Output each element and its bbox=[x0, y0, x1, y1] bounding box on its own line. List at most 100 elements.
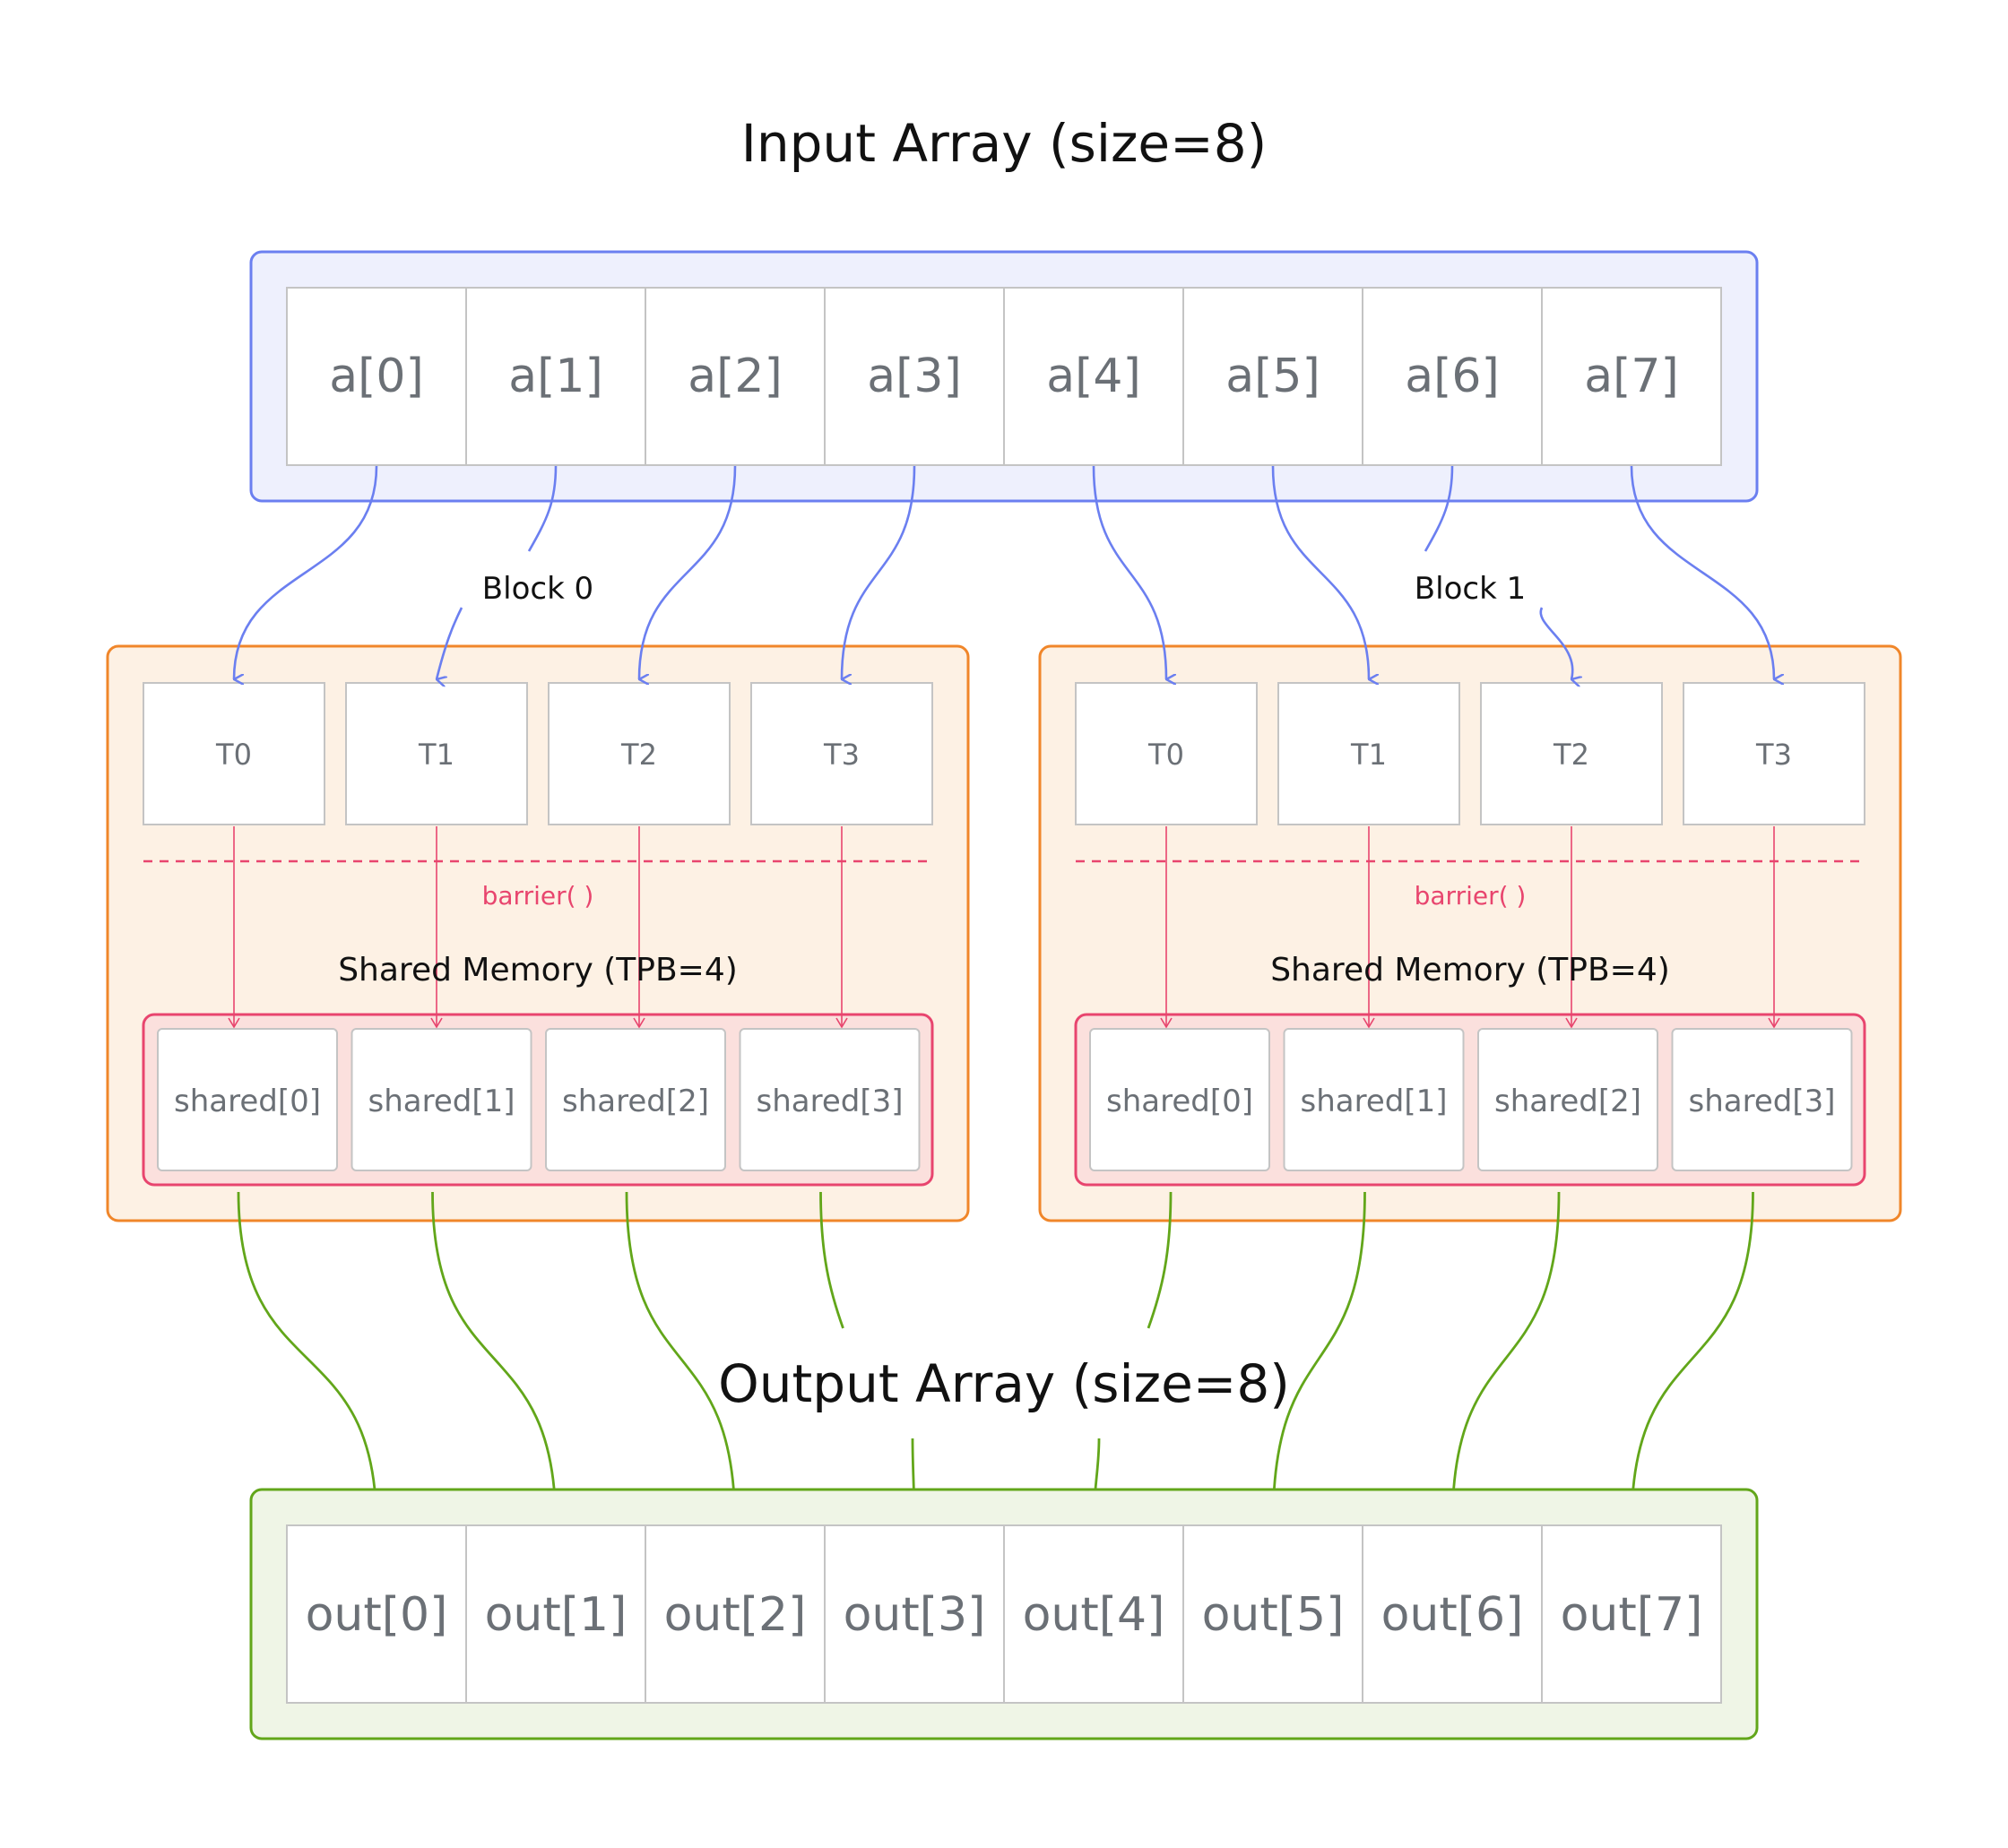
thread-label: T3 bbox=[1755, 738, 1792, 772]
input-cell-label: a[2] bbox=[688, 350, 783, 403]
block-1-label: Block 1 bbox=[1415, 571, 1526, 607]
barrier-label: barrier( ) bbox=[482, 881, 594, 911]
output-cell bbox=[1362, 1524, 1543, 1704]
thread-to-shared-arrowhead bbox=[633, 1017, 645, 1029]
input-arrow-segment bbox=[1424, 465, 1454, 552]
thread-box bbox=[143, 682, 325, 825]
output-cell-label: out[6] bbox=[1381, 1588, 1524, 1642]
input-cell-label: a[0] bbox=[329, 350, 424, 403]
thread-box bbox=[1683, 682, 1865, 825]
input-cell-label: a[1] bbox=[508, 350, 603, 403]
output-array-title: Output Array (size=8) bbox=[718, 1353, 1290, 1414]
thread-box bbox=[548, 682, 731, 825]
input-cell-label: a[7] bbox=[1584, 350, 1679, 403]
thread-label: T1 bbox=[418, 738, 454, 772]
output-cell-label: out[7] bbox=[1561, 1588, 1703, 1642]
input-arrow bbox=[1092, 465, 1166, 679]
shared-cell bbox=[1671, 1028, 1853, 1171]
shared-cell-label: shared[0] bbox=[174, 1084, 321, 1119]
thread-to-shared-arrowhead bbox=[430, 1017, 443, 1029]
shared-cell bbox=[1283, 1028, 1465, 1171]
output-arrow bbox=[431, 1191, 558, 1526]
shared-cell bbox=[351, 1028, 532, 1171]
thread-label: T0 bbox=[215, 738, 252, 772]
thread-to-shared-arrowhead bbox=[835, 1017, 848, 1029]
shared-cell bbox=[1477, 1028, 1658, 1171]
shared-cell bbox=[545, 1028, 726, 1171]
shared-cell-label: shared[0] bbox=[1106, 1084, 1253, 1119]
blocks: T0 T1 T2 T3 shared[0] shared[1] shared[2] share… bbox=[106, 644, 1902, 1222]
input-arrow bbox=[1539, 607, 1573, 679]
output-cell-label: out[5] bbox=[1202, 1588, 1345, 1642]
output-arrow bbox=[237, 1191, 378, 1526]
shared-memory-container bbox=[1074, 1013, 1866, 1187]
input-arrow bbox=[637, 465, 737, 679]
input-arrow bbox=[840, 465, 916, 679]
shared-cell-label: shared[2] bbox=[562, 1084, 709, 1119]
thread-to-shared-arrowhead bbox=[228, 1017, 240, 1029]
shared-cell bbox=[739, 1028, 921, 1171]
output-cell bbox=[645, 1524, 826, 1704]
thread-to-shared-arrowhead bbox=[1363, 1017, 1375, 1029]
shared-cell bbox=[157, 1028, 338, 1171]
shared-memory-title: Shared Memory (TPB=4) bbox=[338, 952, 738, 989]
output-cell bbox=[465, 1524, 646, 1704]
input-cell bbox=[286, 287, 467, 466]
thread-label: T3 bbox=[823, 738, 860, 772]
thread-to-shared-arrowhead bbox=[1768, 1017, 1780, 1029]
shared-cell-label: shared[2] bbox=[1494, 1084, 1641, 1119]
thread-label: T2 bbox=[1553, 738, 1589, 772]
shared-memory-container bbox=[142, 1013, 934, 1187]
input-cell bbox=[1003, 287, 1184, 466]
output-array-cells: out[0] out[1] out[2] out[3] out[4] out[5] out[… bbox=[286, 1524, 1722, 1704]
input-cell bbox=[1362, 287, 1543, 466]
thread-to-shared-arrowhead bbox=[1160, 1017, 1173, 1029]
thread-box bbox=[1480, 682, 1663, 825]
input-cell bbox=[465, 287, 646, 466]
output-cell-label: out[3] bbox=[844, 1588, 986, 1642]
shared-memory-title: Shared Memory (TPB=4) bbox=[1270, 952, 1670, 989]
thread-label: T0 bbox=[1147, 738, 1184, 772]
input-cell bbox=[824, 287, 1005, 466]
output-arrow bbox=[1630, 1191, 1754, 1526]
input-cell-label: a[4] bbox=[1046, 350, 1141, 403]
output-arrow-segment bbox=[1147, 1191, 1173, 1329]
output-cell bbox=[1541, 1524, 1722, 1704]
output-cell bbox=[824, 1524, 1005, 1704]
input-cell-label: a[6] bbox=[1405, 350, 1500, 403]
input-cell bbox=[645, 287, 826, 466]
input-cell bbox=[1541, 287, 1722, 466]
barrier-label: barrier( ) bbox=[1415, 881, 1527, 911]
output-cell-label: out[2] bbox=[664, 1588, 807, 1642]
input-cell-label: a[5] bbox=[1225, 350, 1320, 403]
input-array-title: Input Array (size=8) bbox=[741, 113, 1268, 174]
block-1: T0 T1 T2 T3 shared[0] shared[1] shared[2] share… bbox=[1038, 644, 1902, 1222]
input-arrow bbox=[1271, 465, 1369, 679]
output-cell-label: out[0] bbox=[306, 1588, 448, 1642]
input-arrow bbox=[232, 465, 378, 679]
output-cell-label: out[1] bbox=[485, 1588, 628, 1642]
thread-box bbox=[750, 682, 933, 825]
thread-box bbox=[1075, 682, 1258, 825]
thread-label: T2 bbox=[620, 738, 657, 772]
thread-to-shared-arrowhead bbox=[1565, 1017, 1578, 1029]
output-cell-label: out[4] bbox=[1023, 1588, 1165, 1642]
input-cell bbox=[1182, 287, 1363, 466]
output-arrow bbox=[1450, 1191, 1561, 1526]
shared-cell-label: shared[3] bbox=[1689, 1084, 1836, 1119]
output-arrow-segment bbox=[819, 1191, 844, 1329]
output-arrow bbox=[625, 1191, 737, 1526]
shared-cell-label: shared[3] bbox=[757, 1084, 904, 1119]
thread-label: T1 bbox=[1350, 738, 1387, 772]
thread-box bbox=[1277, 682, 1460, 825]
input-cell-label: a[3] bbox=[867, 350, 962, 403]
block-0-label: Block 0 bbox=[482, 571, 593, 607]
shared-cell bbox=[1089, 1028, 1270, 1171]
output-cell bbox=[1182, 1524, 1363, 1704]
shared-cell-label: shared[1] bbox=[1301, 1084, 1448, 1119]
shared-cell-label: shared[1] bbox=[368, 1084, 515, 1119]
input-arrow-segment bbox=[527, 465, 558, 552]
output-cell bbox=[286, 1524, 467, 1704]
